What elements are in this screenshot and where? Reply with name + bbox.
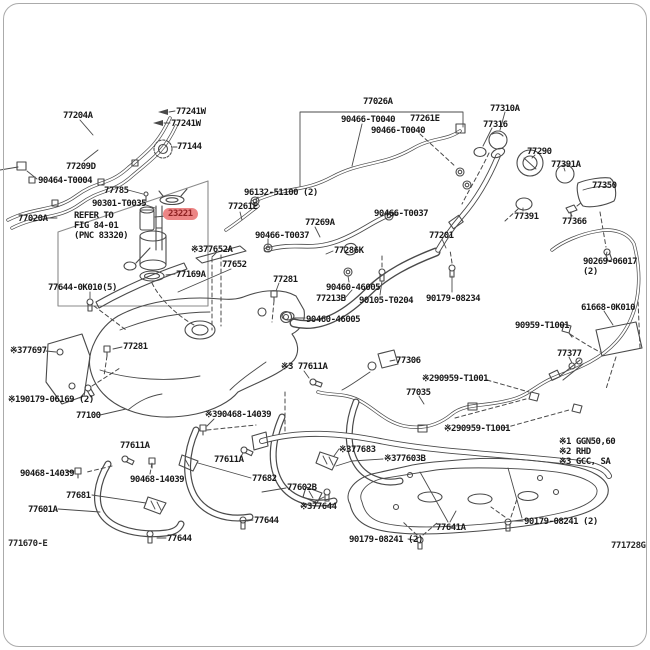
part-label-377683[interactable]: ※377683 <box>339 445 376 455</box>
part-label-77310a[interactable]: 77310A <box>490 104 520 114</box>
part-label-77281[interactable]: 77281 <box>273 275 298 285</box>
part-label-77241w[interactable]: 77241W <box>171 119 201 129</box>
part-label-77306[interactable]: 77306 <box>396 356 421 366</box>
part-label-77281[interactable]: 77281 <box>123 342 148 352</box>
part-label-77026a[interactable]: 77026A <box>363 97 393 107</box>
part-label-77611a[interactable]: 77611A <box>120 441 150 451</box>
part-label-377652a[interactable]: ※377652A <box>191 245 233 255</box>
part-label-90468-14039[interactable]: 90468-14039 <box>130 475 185 485</box>
part-label-77261e[interactable]: 77261E <box>410 114 440 124</box>
figure-code-left: 771670-E <box>8 539 48 549</box>
part-label-77611a[interactable]: 77611A <box>214 455 244 465</box>
part-label-77391[interactable]: 77391 <box>514 212 539 222</box>
part-label-77601a[interactable]: 77601A <box>28 505 58 515</box>
part-label-90269-06017-2[interactable]: 90269-06017 (2) <box>583 257 638 277</box>
part-label-77366[interactable]: 77366 <box>562 217 587 227</box>
part-label-90959-t1001[interactable]: 90959-T1001 <box>515 321 570 331</box>
part-label-96132-51100-2[interactable]: 96132-51100 (2) <box>244 188 318 198</box>
part-label-90466-t0040[interactable]: 90466-T0040 <box>371 126 426 136</box>
part-label-77785[interactable]: 77785 <box>104 186 129 196</box>
hoses-art <box>224 111 472 329</box>
part-label-77681[interactable]: 77681 <box>66 491 91 501</box>
part-label-61668-0k010[interactable]: 61668-0K010 <box>581 303 636 313</box>
part-label-290959-t1001[interactable]: ※290959-T1001 <box>422 374 489 384</box>
part-label-77269a[interactable]: 77269A <box>305 218 335 228</box>
part-label-90301-t0035[interactable]: 90301-T0035 <box>92 199 147 209</box>
part-label-77100[interactable]: 77100 <box>76 411 101 421</box>
part-label-290959-t1001[interactable]: ※290959-T1001 <box>444 424 511 434</box>
part-label-90468-14039[interactable]: 90468-14039 <box>20 469 75 479</box>
part-label-77652[interactable]: 77652 <box>222 260 247 270</box>
straps-art <box>57 398 404 544</box>
skid-plate-art <box>347 457 609 550</box>
part-label-90466-t0040[interactable]: 90466-T0040 <box>341 115 396 125</box>
heat-shield-art <box>95 245 247 331</box>
part-label-refer-to-fig-84-01-pnc-83320[interactable]: REFER TO FIG 84-01 (PNC 83320) <box>74 211 129 241</box>
part-label-90105-t0204[interactable]: 90105-T0204 <box>359 296 414 306</box>
part-label-377603b[interactable]: ※377603B <box>384 454 426 464</box>
part-label-77144[interactable]: 77144 <box>177 142 202 152</box>
part-label-77644-0k010-5[interactable]: 77644-0K010(5) <box>48 283 117 293</box>
part-label-77391a[interactable]: 77391A <box>551 160 581 170</box>
vent-loop-art <box>284 228 643 438</box>
part-label-90466-t0037[interactable]: 90466-T0037 <box>374 209 429 219</box>
part-label-77316[interactable]: 77316 <box>483 120 508 130</box>
part-label-377644[interactable]: ※377644 <box>300 502 337 512</box>
part-label-90460-46005[interactable]: 90460-46005 <box>306 315 361 325</box>
part-label-77602b[interactable]: 77602B <box>287 483 317 493</box>
part-label-90179-08241-2[interactable]: 90179-08241 (2) <box>349 535 423 545</box>
part-label-77641a[interactable]: 77641A <box>436 523 466 533</box>
part-label-190179-06169-2[interactable]: ※190179-06169 (2) <box>8 395 94 405</box>
fuel-tank-art <box>45 282 305 418</box>
figure-code-right: 771728G <box>611 541 646 551</box>
part-label-90179-08241-2[interactable]: 90179-08241 (2) <box>524 517 598 527</box>
part-label-77644[interactable]: 77644 <box>254 516 279 526</box>
part-label-23221[interactable]: 23221 <box>163 208 198 220</box>
part-label-77350[interactable]: 77350 <box>592 181 617 191</box>
rail-art <box>251 430 612 479</box>
part-label-77169a[interactable]: 77169A <box>176 270 206 280</box>
part-label-77261e[interactable]: 77261E <box>228 202 258 212</box>
footnote-1-ggn50-60: ※1 GGN50,60 <box>559 437 616 447</box>
part-label-90464-t0004[interactable]: 90464-T0004 <box>38 176 93 186</box>
part-label-3-77611a[interactable]: ※3 77611A <box>281 362 328 372</box>
footnote-3-gcc-sa: ※3 GCC, SA <box>559 457 611 467</box>
part-label-77377[interactable]: 77377 <box>557 349 582 359</box>
part-label-77286k[interactable]: 77286K <box>334 246 364 256</box>
part-label-377697[interactable]: ※377697 <box>10 346 47 356</box>
part-label-77035[interactable]: 77035 <box>406 388 431 398</box>
part-label-90466-t0037[interactable]: 90466-T0037 <box>255 231 310 241</box>
part-label-390468-14039[interactable]: ※390468-14039 <box>205 410 272 420</box>
part-label-90179-08234[interactable]: 90179-08234 <box>426 294 481 304</box>
pump-module-art <box>45 139 209 331</box>
part-label-77209d[interactable]: 77209D <box>66 162 96 172</box>
part-label-77204a[interactable]: 77204A <box>63 111 93 121</box>
part-label-77241w[interactable]: 77241W <box>176 107 206 117</box>
part-label-77020a[interactable]: 77020A <box>18 214 48 224</box>
footnote-2-rhd: ※2 RHD <box>559 447 591 457</box>
tube-set-art <box>0 109 178 230</box>
part-label-77290[interactable]: 77290 <box>527 147 552 157</box>
part-label-77213b[interactable]: 77213B <box>316 294 346 304</box>
part-label-77644[interactable]: 77644 <box>167 534 192 544</box>
part-label-77682[interactable]: 77682 <box>252 474 277 484</box>
part-label-77201[interactable]: 77201 <box>429 231 454 241</box>
part-label-90460-46005[interactable]: 90460-46005 <box>326 283 381 293</box>
